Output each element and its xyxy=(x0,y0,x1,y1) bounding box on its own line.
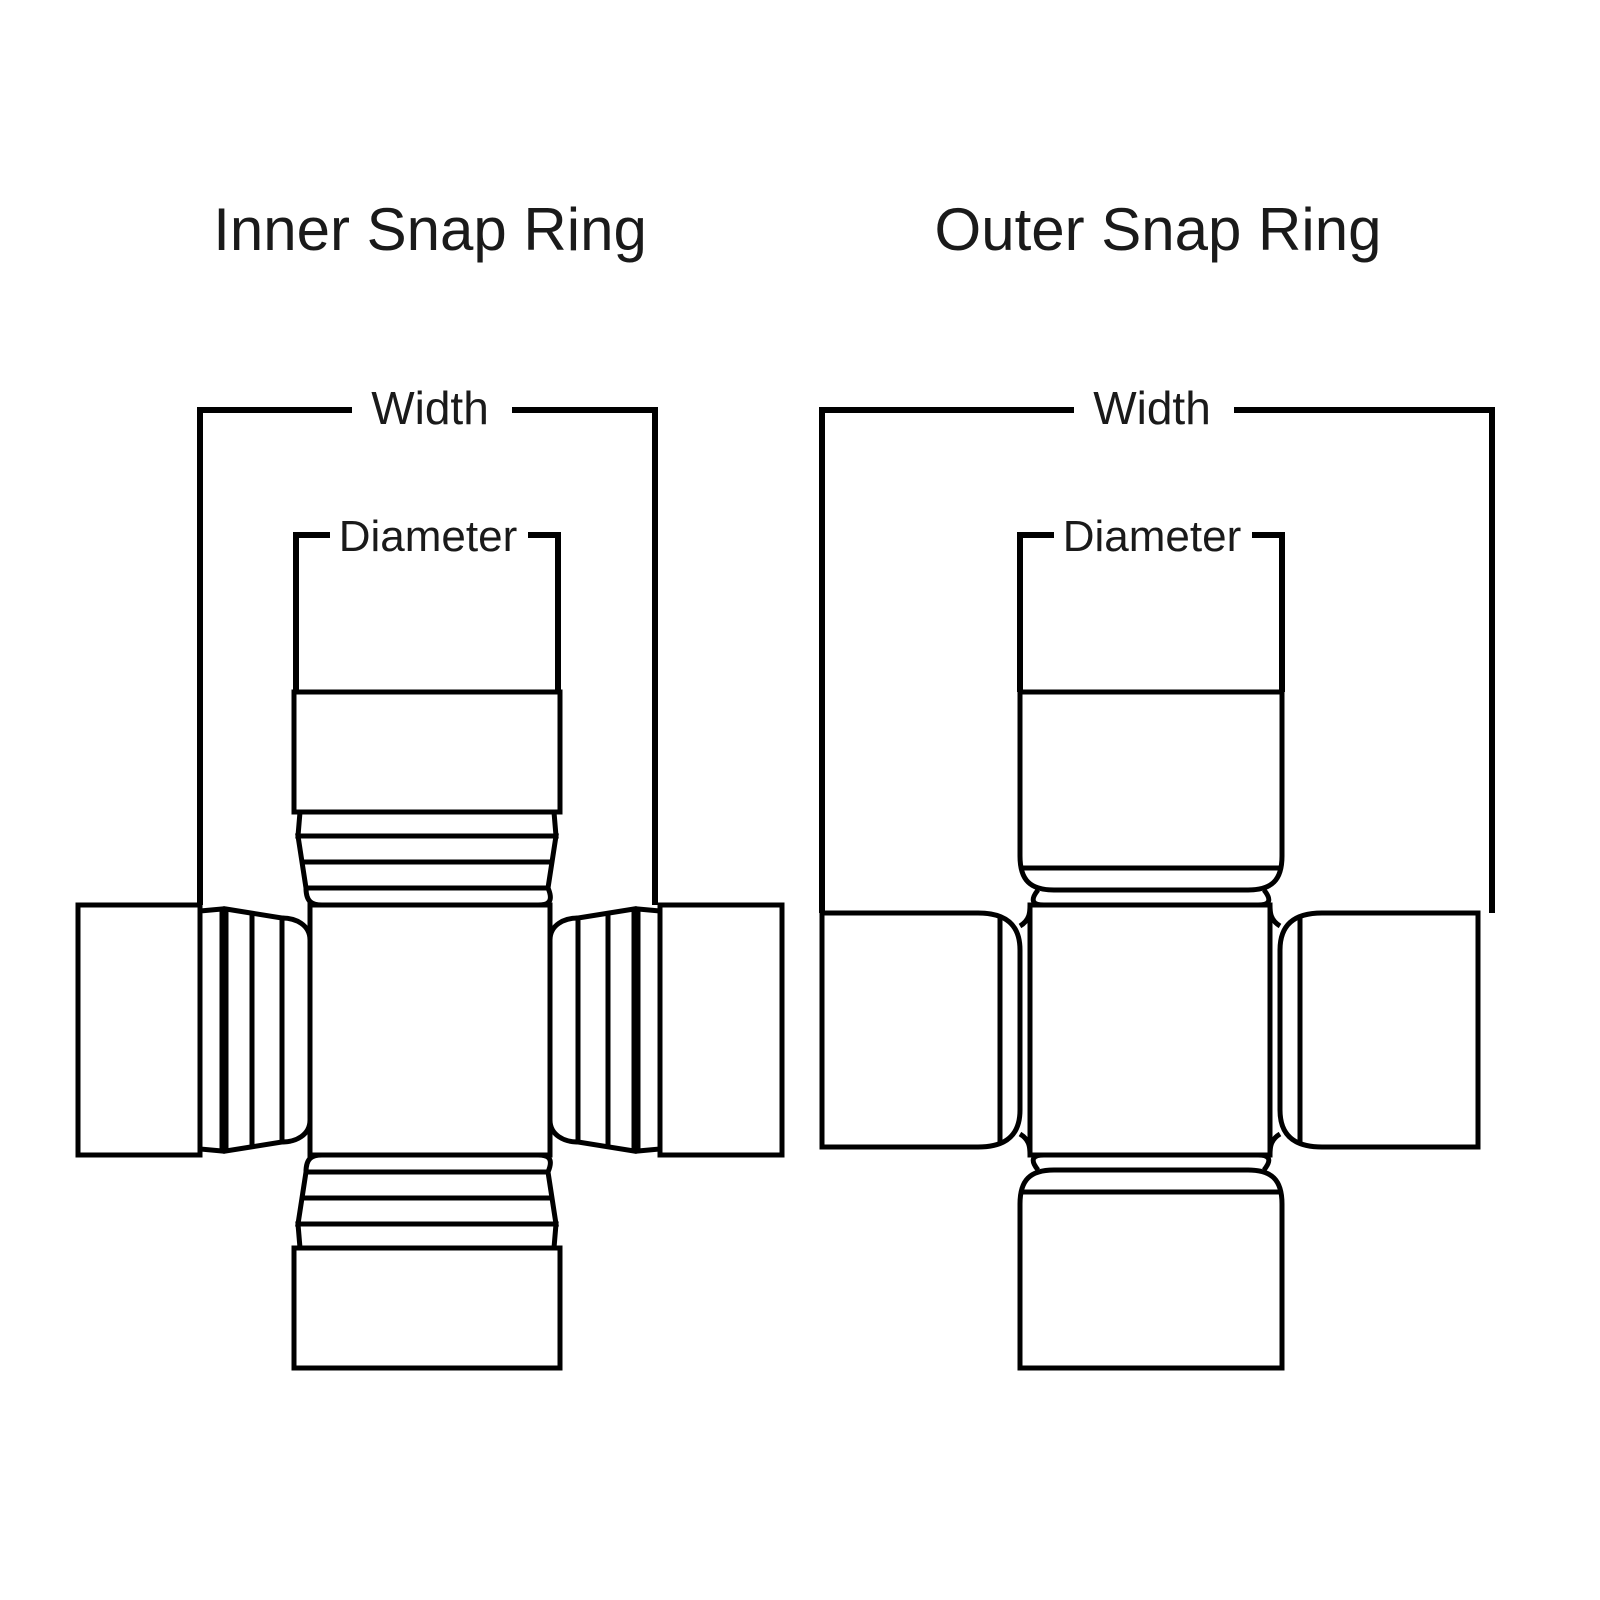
ujoint-cross-inner xyxy=(75,689,785,1371)
dimension-width-inner: Width xyxy=(197,382,658,905)
center-hub-inner xyxy=(307,902,553,1158)
bottom-transition-inner xyxy=(303,1152,553,1173)
ujoint-cross-outer xyxy=(819,689,1481,1371)
dimension-diameter-outer: Diameter xyxy=(1017,512,1285,692)
center-hub-outer xyxy=(1027,902,1273,1158)
right-transition-outer xyxy=(1267,902,1282,1158)
panel-outer-snap-ring: Outer Snap Ring xyxy=(819,196,1495,1371)
left-bearing-cap-outer xyxy=(819,910,1023,1150)
bottom-bearing-cap-outer xyxy=(1017,1167,1285,1371)
diameter-label-outer: Diameter xyxy=(1063,512,1242,561)
width-bracket-right-outer xyxy=(1234,407,1495,913)
diameter-bracket-left-inner xyxy=(293,532,330,692)
width-bracket-right-inner xyxy=(512,407,658,905)
bottom-transition-outer xyxy=(1030,1152,1272,1172)
diameter-bracket-right-inner xyxy=(528,532,561,692)
left-transition-outer xyxy=(1018,902,1033,1158)
width-label-outer: Width xyxy=(1093,382,1211,434)
top-snap-ring-groove-inner xyxy=(295,809,559,839)
width-bracket-left-inner xyxy=(197,407,352,905)
width-label-inner: Width xyxy=(371,382,489,434)
right-snap-ring-groove-inner xyxy=(635,906,663,1154)
panel-title-inner: Inner Snap Ring xyxy=(213,196,647,263)
left-transition-inner xyxy=(281,915,313,1145)
diameter-bracket-right-outer xyxy=(1252,532,1285,692)
dimension-width-outer: Width xyxy=(819,382,1495,913)
diameter-label-inner: Diameter xyxy=(339,512,518,561)
width-bracket-left-outer xyxy=(819,407,1074,913)
top-bearing-cap-outer xyxy=(1017,689,1285,893)
diameter-bracket-left-outer xyxy=(1017,532,1054,692)
panel-title-outer: Outer Snap Ring xyxy=(935,196,1382,263)
right-bearing-cap-inner xyxy=(657,902,785,1158)
top-transition-inner xyxy=(303,887,553,908)
bottom-snap-ring-groove-inner xyxy=(295,1221,559,1251)
left-snap-ring-groove-inner xyxy=(197,906,225,1154)
bottom-bearing-cap-inner xyxy=(291,1245,563,1371)
right-bearing-cap-outer xyxy=(1277,910,1481,1150)
top-transition-outer xyxy=(1030,888,1272,908)
dimension-diameter-inner: Diameter xyxy=(293,512,561,692)
top-bearing-cap-inner xyxy=(291,689,563,815)
panel-inner-snap-ring: Inner Snap Ring xyxy=(75,196,785,1371)
right-transition-inner xyxy=(547,915,579,1145)
left-bearing-cap-inner xyxy=(75,902,203,1158)
